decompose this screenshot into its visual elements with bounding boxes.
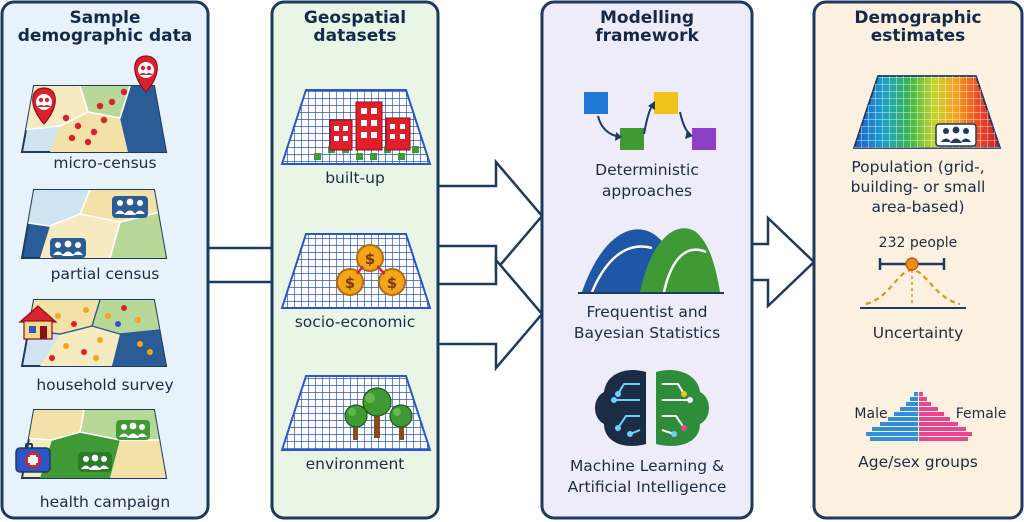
people-icon: [935, 123, 977, 147]
population-grid-icon: [852, 75, 1002, 149]
ai-brain-icon: [595, 370, 709, 446]
people-icon: [112, 196, 148, 218]
label-age-sex: Age/sex groups: [858, 453, 978, 471]
map-pin-icon: [134, 55, 158, 93]
error-bar-icon: [860, 257, 966, 309]
household-survey-map: [18, 299, 168, 367]
partial-census-map: [20, 189, 168, 259]
connector-sample-to-geo: [208, 246, 274, 284]
people-icon: [116, 420, 150, 440]
label-household-survey: household survey: [36, 376, 174, 394]
age-pyramid-icon: [866, 392, 972, 441]
label-environment: environment: [305, 455, 405, 473]
sample-points: [62, 88, 128, 146]
svg-text:$: $: [365, 250, 375, 268]
pyramid-male-label: Male: [854, 406, 888, 422]
pyramid-female-label: Female: [955, 406, 1007, 422]
health-campaign-map: [15, 409, 168, 479]
sample-points: [49, 305, 153, 361]
label-health-campaign: health campaign: [39, 493, 171, 511]
uncertainty-value: 232 people: [878, 235, 958, 251]
people-icon: [50, 238, 86, 258]
environment-grid: [280, 375, 432, 451]
bell-curve-icon: [578, 228, 724, 294]
built-up-grid: [280, 89, 432, 165]
arrow-model-to-estimates: [752, 215, 816, 309]
arrow-geo-to-model-lower: [438, 256, 544, 372]
map-pin-icon: [32, 87, 56, 125]
medical-kit-icon: [15, 443, 51, 473]
micro-census-map: [20, 55, 168, 153]
label-socio-economic: socio-economic: [294, 313, 416, 331]
dollar-coin-icon: $ $ $: [336, 244, 406, 296]
svg-text:$: $: [387, 274, 397, 292]
label-micro-census: micro-census: [53, 154, 157, 172]
label-machine-learning: Machine Learning &Artificial Intelligenc…: [567, 457, 727, 496]
house-icon: [18, 305, 58, 340]
socio-economic-grid: $ $ $: [280, 233, 432, 309]
people-icon: [78, 452, 112, 472]
arrow-geo-to-model: [438, 158, 544, 274]
tree-icon: [344, 387, 413, 440]
svg-text:$: $: [345, 274, 355, 292]
flow-connectors: [208, 158, 816, 372]
network-graph-icon: [584, 92, 716, 150]
label-built-up: built-up: [325, 169, 385, 187]
label-partial-census: partial census: [50, 265, 160, 283]
label-uncertainty: Uncertainty: [872, 324, 964, 342]
